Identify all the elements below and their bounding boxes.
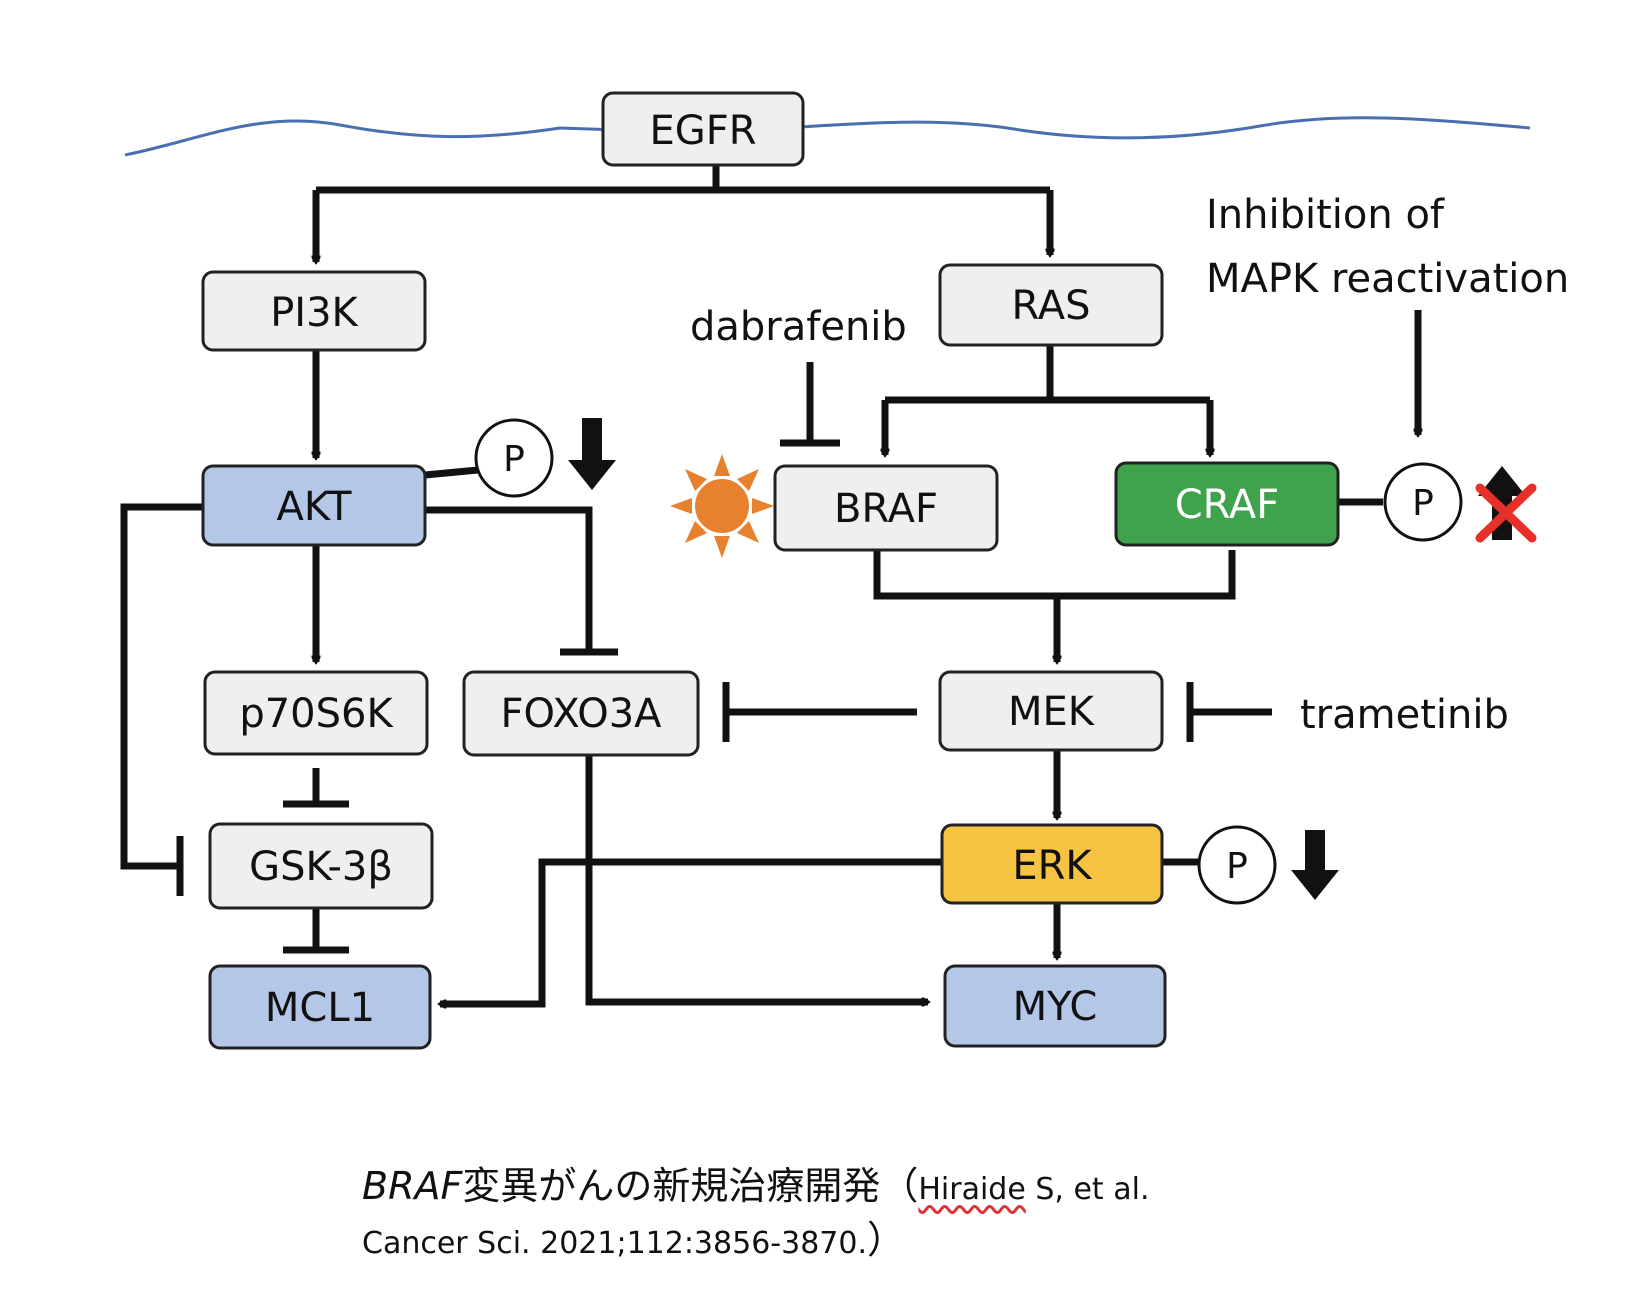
node-foxo3a-label: FOXO3A — [500, 691, 662, 737]
caption-title: 変異がんの新規治療開発 — [462, 1164, 881, 1208]
phospho-erk-label: P — [1226, 846, 1248, 887]
node-craf: CRAF — [1114, 461, 1340, 547]
node-craf-label: CRAF — [1175, 482, 1279, 528]
node-gsk3b: GSK-3β — [208, 822, 434, 910]
label-inhibition-line1: Inhibition of — [1206, 192, 1445, 238]
inhibit-akt-foxo3a — [425, 506, 593, 650]
node-erk: ERK — [940, 823, 1164, 905]
label-dabrafenib: dabrafenib — [690, 304, 907, 350]
node-mcl1-label: MCL1 — [265, 985, 375, 1031]
figure-caption: BRAF変異がんの新規治療開発（Hiraide S, et al. Cancer… — [362, 1160, 1562, 1268]
phospho-craf: P — [1383, 462, 1463, 542]
caption-author: Hiraide — [918, 1172, 1026, 1207]
node-akt-label: AKT — [277, 484, 352, 530]
node-egfr: EGFR — [601, 91, 805, 167]
phospho-craf-label: P — [1412, 483, 1434, 524]
node-gsk3b-label: GSK-3β — [249, 844, 393, 890]
caption-open-paren: （ — [880, 1164, 919, 1208]
blocked-up-arrow-icon — [1475, 466, 1537, 543]
node-mcl1: MCL1 — [208, 964, 432, 1050]
caption-line1: BRAF変異がんの新規治療開発（Hiraide S, et al. — [362, 1160, 1562, 1216]
inhibit-akt-gsk3b — [120, 503, 202, 870]
arrow-erk-mcl1 — [440, 858, 942, 1004]
label-inhibition-line2: MAPK reactivation — [1206, 256, 1569, 302]
mutation-sun-icon — [670, 454, 774, 558]
node-p70s6k: p70S6K — [203, 670, 429, 756]
node-egfr-label: EGFR — [649, 108, 756, 154]
connectors — [120, 165, 1418, 1004]
node-braf-label: BRAF — [834, 486, 938, 532]
node-erk-label: ERK — [1012, 843, 1093, 889]
phospho-akt: P — [474, 418, 554, 498]
node-ras: RAS — [938, 263, 1164, 347]
caption-citation: S, et al. — [1025, 1172, 1150, 1207]
node-myc-label: MYC — [1013, 984, 1098, 1030]
node-pi3k-label: PI3K — [270, 290, 359, 336]
node-braf: BRAF — [773, 464, 999, 552]
node-pi3k: PI3K — [201, 270, 427, 352]
caption-journal: Cancer Sci. 2021;112:3856-3870. — [362, 1226, 867, 1261]
node-ras-label: RAS — [1012, 283, 1091, 329]
node-p70s6k-label: p70S6K — [239, 691, 394, 737]
caption-close-paren: ） — [867, 1218, 906, 1262]
down-arrow-icon — [1291, 830, 1339, 900]
node-mek: MEK — [938, 670, 1164, 752]
node-mek-label: MEK — [1008, 689, 1096, 735]
phospho-akt-label: P — [503, 439, 525, 480]
node-myc: MYC — [943, 964, 1167, 1048]
cell-membrane-line — [124, 116, 1531, 157]
down-arrow-icon — [568, 418, 616, 490]
label-trametinib: trametinib — [1300, 692, 1509, 738]
node-akt: AKT — [201, 464, 427, 547]
phospho-erk: P — [1197, 825, 1277, 905]
node-foxo3a: FOXO3A — [462, 670, 700, 757]
caption-line2: Cancer Sci. 2021;112:3856-3870.） — [362, 1216, 1562, 1268]
arrow-foxo3a-myc — [585, 755, 928, 1002]
caption-gene: BRAF — [362, 1164, 463, 1208]
